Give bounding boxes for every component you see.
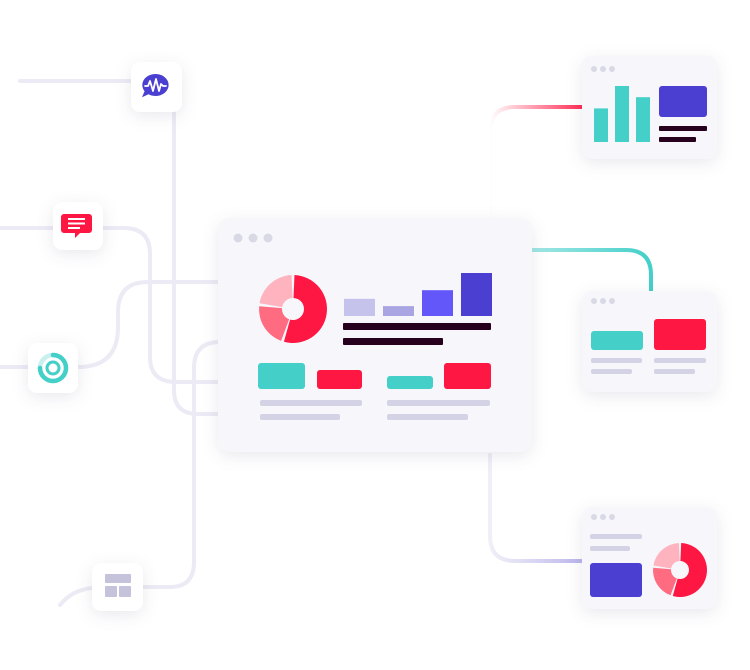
bar (636, 97, 650, 142)
placeholder-line (590, 546, 630, 551)
audio-wave-speech-bubble-icon (142, 73, 169, 98)
placeholder-line (260, 400, 362, 406)
bar (383, 306, 414, 316)
red-block (317, 370, 362, 389)
red-block (654, 319, 706, 350)
pie-slice (259, 275, 293, 308)
main-dashboard-card[interactable] (218, 218, 532, 452)
placeholder-line (591, 369, 632, 374)
left-connectors (0, 79, 222, 607)
subheadline-bar (343, 338, 443, 345)
layout-grid-icon (105, 574, 131, 597)
middle-right-card[interactable] (582, 291, 717, 392)
bar (461, 273, 492, 316)
teal-block (387, 376, 433, 389)
bottom-right-donut-chart (653, 543, 707, 597)
pie-slice (653, 567, 677, 596)
indigo-block (659, 86, 707, 117)
placeholder-line (260, 414, 340, 420)
pie-slice (259, 306, 290, 341)
connector-main-to-top-card (488, 105, 584, 220)
red-block (444, 363, 491, 389)
window-controls (591, 298, 615, 304)
top-right-bar-chart (594, 86, 650, 142)
connector-voice-to-main (172, 108, 222, 416)
teal-block (258, 363, 305, 389)
placeholder-line (591, 358, 642, 363)
connector-layout (58, 586, 94, 607)
message-bubble-icon (61, 214, 92, 238)
layout-tile[interactable] (92, 563, 143, 611)
window-controls (591, 66, 615, 72)
connector-layout-to-main (141, 340, 222, 589)
connector-message-to-main (100, 226, 222, 384)
bar (594, 108, 608, 142)
message-tile[interactable] (53, 202, 103, 250)
connector-main-to-bottom-card (488, 453, 584, 563)
voice-chat-tile[interactable] (131, 62, 182, 112)
subheadline-bar (659, 137, 696, 142)
window-controls (591, 514, 615, 520)
pie-slice (672, 543, 707, 597)
placeholder-line (387, 400, 490, 406)
main-bar-chart (344, 273, 492, 316)
main-donut-chart (259, 275, 327, 343)
bar (344, 298, 375, 316)
connector-main-to-middle-card (530, 248, 653, 294)
headline-bar (659, 126, 707, 131)
top-right-card[interactable] (582, 56, 717, 159)
headline-bar (343, 323, 491, 330)
radial-progress-tile[interactable] (28, 343, 78, 393)
bar (422, 290, 453, 316)
radial-progress-icon (37, 352, 69, 384)
bar (615, 86, 629, 142)
window-controls (233, 233, 273, 243)
right-connectors (488, 105, 653, 563)
placeholder-line (654, 358, 706, 363)
placeholder-line (387, 414, 468, 420)
connector-progress-to-main (76, 280, 222, 369)
placeholder-line (590, 534, 642, 539)
teal-block (591, 331, 643, 350)
placeholder-line (654, 369, 695, 374)
pie-slice (653, 543, 680, 569)
bottom-right-card[interactable] (582, 507, 717, 609)
pie-slice (283, 275, 327, 343)
indigo-block (590, 563, 642, 597)
